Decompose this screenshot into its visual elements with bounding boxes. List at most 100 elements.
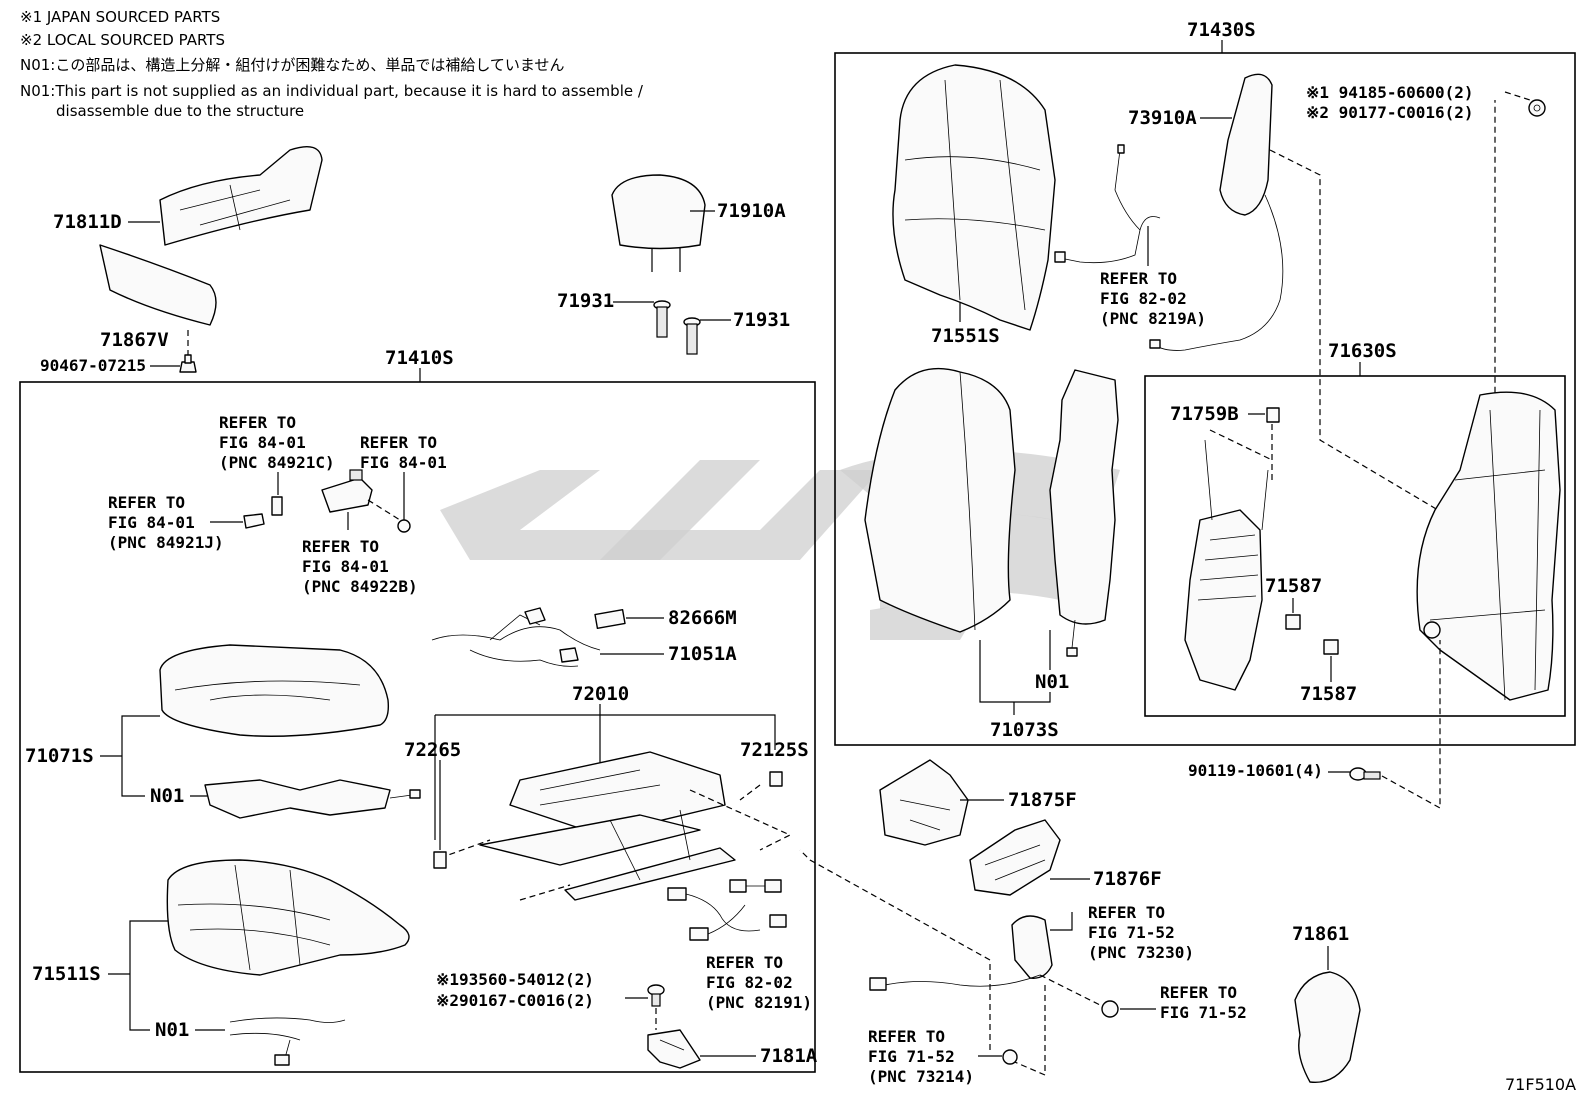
label-71910A[interactable]: 71910A <box>717 200 786 222</box>
part-seatback-pad-71551S[interactable] <box>892 64 1056 331</box>
part-72125S[interactable] <box>769 771 783 787</box>
part-seatback-frame-71630S[interactable] <box>1416 391 1561 701</box>
ref-fig84-01-84921J-l3[interactable]: (PNC 84921J) <box>108 533 224 552</box>
part-harness-82191[interactable] <box>667 879 787 941</box>
ref-fig84-01-84922B-l3[interactable]: (PNC 84922B) <box>302 577 418 596</box>
label-71551S[interactable]: 71551S <box>931 325 1000 347</box>
part-guide-71931-right[interactable] <box>683 317 701 355</box>
ref-fig71-52-73214-l3[interactable]: (PNC 73214) <box>868 1067 974 1086</box>
part-seat-cushion-71071S[interactable] <box>159 644 390 737</box>
part-heater-mat-n01[interactable] <box>204 779 391 819</box>
label-94185-60600[interactable]: ※1 94185-60600(2) <box>1306 83 1474 102</box>
label-71811D[interactable]: 71811D <box>53 211 122 233</box>
label-71071S[interactable]: 71071S <box>25 745 94 767</box>
label-71587-b[interactable]: 71587 <box>1300 683 1357 705</box>
ref-fig84-01-l1[interactable]: REFER TO <box>360 433 437 452</box>
part-cover-73910A[interactable] <box>1219 73 1273 216</box>
part-clip-71759B[interactable] <box>1266 407 1280 423</box>
part-84921J-knob[interactable] <box>243 513 265 529</box>
label-72010[interactable]: 72010 <box>572 683 629 705</box>
label-71051A[interactable]: 71051A <box>668 643 737 665</box>
part-clip-71587-b[interactable] <box>1323 639 1339 655</box>
part-screw-fig84[interactable] <box>397 519 411 533</box>
part-harness-71051A[interactable] <box>431 607 601 667</box>
part-bolt-93560[interactable] <box>647 984 665 1007</box>
part-71861[interactable] <box>1294 971 1361 1084</box>
ref-fig82-02-8219A-l2[interactable]: FIG 82-02 <box>1100 289 1187 308</box>
label-90177-C0016[interactable]: ※2 90177-C0016(2) <box>1306 103 1474 122</box>
ref-fig71-52-l1[interactable]: REFER TO <box>1160 983 1237 1002</box>
assembly-label-71430S[interactable]: 71430S <box>1187 19 1256 41</box>
label-90167-C0016[interactable]: ※290167-C0016(2) <box>436 991 594 1010</box>
part-seat-cover-71511S[interactable] <box>166 859 410 976</box>
ref-fig71-52-73230-l3[interactable]: (PNC 73230) <box>1088 943 1194 962</box>
label-71587-a[interactable]: 71587 <box>1265 575 1322 597</box>
label-82666M[interactable]: 82666M <box>668 607 737 629</box>
part-cover-heater-n01[interactable] <box>229 1017 346 1066</box>
assembly-label-71410S[interactable]: 71410S <box>385 347 454 369</box>
part-bolt-90119[interactable] <box>1349 767 1381 781</box>
ref-fig82-02-82191-l3[interactable]: (PNC 82191) <box>706 993 812 1012</box>
label-71073S[interactable]: 71073S <box>990 719 1059 741</box>
label-n01-cover-heater[interactable]: N01 <box>155 1019 189 1041</box>
label-90467-07215[interactable]: 90467-07215 <box>40 356 146 375</box>
part-71875F[interactable] <box>879 759 969 846</box>
part-guide-71931-left[interactable] <box>653 300 671 338</box>
assembly-label-71630S[interactable]: 71630S <box>1328 340 1397 362</box>
label-n01-back-heater[interactable]: N01 <box>1035 671 1069 693</box>
ref-fig82-02-8219A-l1[interactable]: REFER TO <box>1100 269 1177 288</box>
part-bracket-7181A[interactable] <box>647 1029 701 1069</box>
ref-fig84-01-84921C-l1[interactable]: REFER TO <box>219 413 296 432</box>
part-82666M[interactable] <box>594 608 626 630</box>
part-seatbelt-buckle[interactable] <box>869 915 1053 991</box>
ref-fig84-01-84921C-l2[interactable]: FIG 84-01 <box>219 433 306 452</box>
label-90119-10601[interactable]: 90119-10601(4) <box>1188 761 1323 780</box>
part-bolt-fig71-52[interactable] <box>1101 1000 1119 1018</box>
label-71931-right[interactable]: 71931 <box>733 309 790 331</box>
ref-fig71-52-73230-l1[interactable]: REFER TO <box>1088 903 1165 922</box>
label-71759B[interactable]: 71759B <box>1170 403 1239 425</box>
ref-fig84-01-84922B-l2[interactable]: FIG 84-01 <box>302 557 389 576</box>
part-71867V[interactable] <box>99 244 217 326</box>
part-back-pad-71073S[interactable] <box>864 367 1016 633</box>
ref-fig84-01-84921J-l2[interactable]: FIG 84-01 <box>108 513 195 532</box>
part-84922B-switch-unit[interactable] <box>321 469 373 513</box>
ref-fig71-52-73230-l2[interactable]: FIG 71-52 <box>1088 923 1175 942</box>
part-71876F[interactable] <box>969 819 1061 896</box>
ref-fig71-52-73214-l1[interactable]: REFER TO <box>868 1027 945 1046</box>
ref-fig84-01-84921C-l3[interactable]: (PNC 84921C) <box>219 453 335 472</box>
part-back-heater-n01[interactable] <box>1049 369 1119 625</box>
part-bolt-73214[interactable] <box>1002 1049 1018 1065</box>
part-clip-71587-a[interactable] <box>1285 614 1301 630</box>
part-lumbar-support[interactable] <box>1184 439 1269 691</box>
label-93560-54012[interactable]: ※193560-54012(2) <box>436 970 594 989</box>
label-71875F[interactable]: 71875F <box>1008 789 1077 811</box>
part-bolt-94185[interactable] <box>1528 99 1546 117</box>
label-71861[interactable]: 71861 <box>1292 923 1349 945</box>
label-71867V[interactable]: 71867V <box>100 329 169 351</box>
label-7181A[interactable]: 7181A <box>760 1045 818 1067</box>
label-71931-left[interactable]: 71931 <box>557 290 614 312</box>
ref-fig82-02-82191-l2[interactable]: FIG 82-02 <box>706 973 793 992</box>
part-72265[interactable] <box>433 851 447 869</box>
ref-fig71-52-l2[interactable]: FIG 71-52 <box>1160 1003 1247 1022</box>
ref-fig84-01-84921J-l1[interactable]: REFER TO <box>108 493 185 512</box>
label-73910A[interactable]: 73910A <box>1128 107 1197 129</box>
ref-fig71-52-73214-l2[interactable]: FIG 71-52 <box>868 1047 955 1066</box>
part-headrest-71910A[interactable] <box>611 174 706 272</box>
part-84921C-switch[interactable] <box>271 496 283 516</box>
ref-fig82-02-8219A-l3[interactable]: (PNC 8219A) <box>1100 309 1206 328</box>
label-71511S[interactable]: 71511S <box>32 963 101 985</box>
label-72125S[interactable]: 72125S <box>740 739 809 761</box>
label-72265[interactable]: 72265 <box>404 739 461 761</box>
note-n01-english-1: N01:This part is not supplied as an indi… <box>20 82 644 100</box>
part-clip-90467[interactable] <box>179 354 197 373</box>
label-n01-cushion-heater[interactable]: N01 <box>150 785 184 807</box>
part-seat-adjuster-72010[interactable] <box>479 751 736 901</box>
part-71811D[interactable] <box>159 146 323 246</box>
ref-fig84-01-l2[interactable]: FIG 84-01 <box>360 453 447 472</box>
ref-fig82-02-82191-l1[interactable]: REFER TO <box>706 953 783 972</box>
part-harness-8219A[interactable] <box>1054 144 1161 264</box>
label-71876F[interactable]: 71876F <box>1093 868 1162 890</box>
ref-fig84-01-84922B-l1[interactable]: REFER TO <box>302 537 379 556</box>
